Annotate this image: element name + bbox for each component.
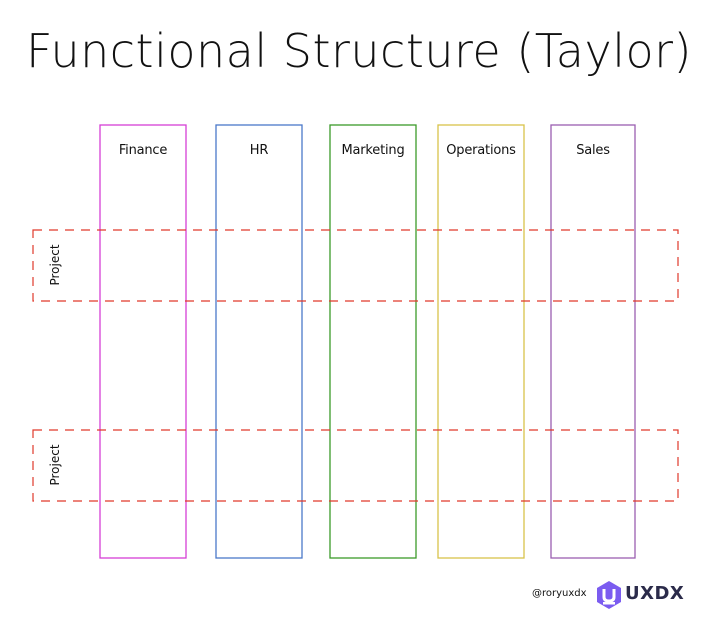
column-sales [550, 124, 636, 559]
project-label-1: Project [48, 243, 62, 286]
uxdx-logo-icon [597, 581, 621, 609]
column-marketing [329, 124, 417, 559]
column-finance [99, 124, 187, 559]
column-label-finance: Finance [118, 143, 168, 158]
author-handle: @roryuxdx [532, 588, 587, 599]
column-label-sales: Sales [576, 143, 610, 158]
uxdx-logo-text: UXDX [625, 583, 685, 604]
column-hr [215, 124, 303, 559]
project-band-1 [32, 229, 679, 302]
column-label-marketing: Marketing [341, 143, 405, 158]
column-label-operations: Operations [446, 143, 516, 158]
column-operations [437, 124, 525, 559]
page-title: Functional Structure (Taylor) [26, 24, 692, 78]
column-label-hr: HR [249, 143, 269, 158]
uxdx-logo: UXDX [595, 580, 684, 610]
project-band-2 [32, 429, 679, 502]
project-label-2: Project [48, 443, 62, 486]
